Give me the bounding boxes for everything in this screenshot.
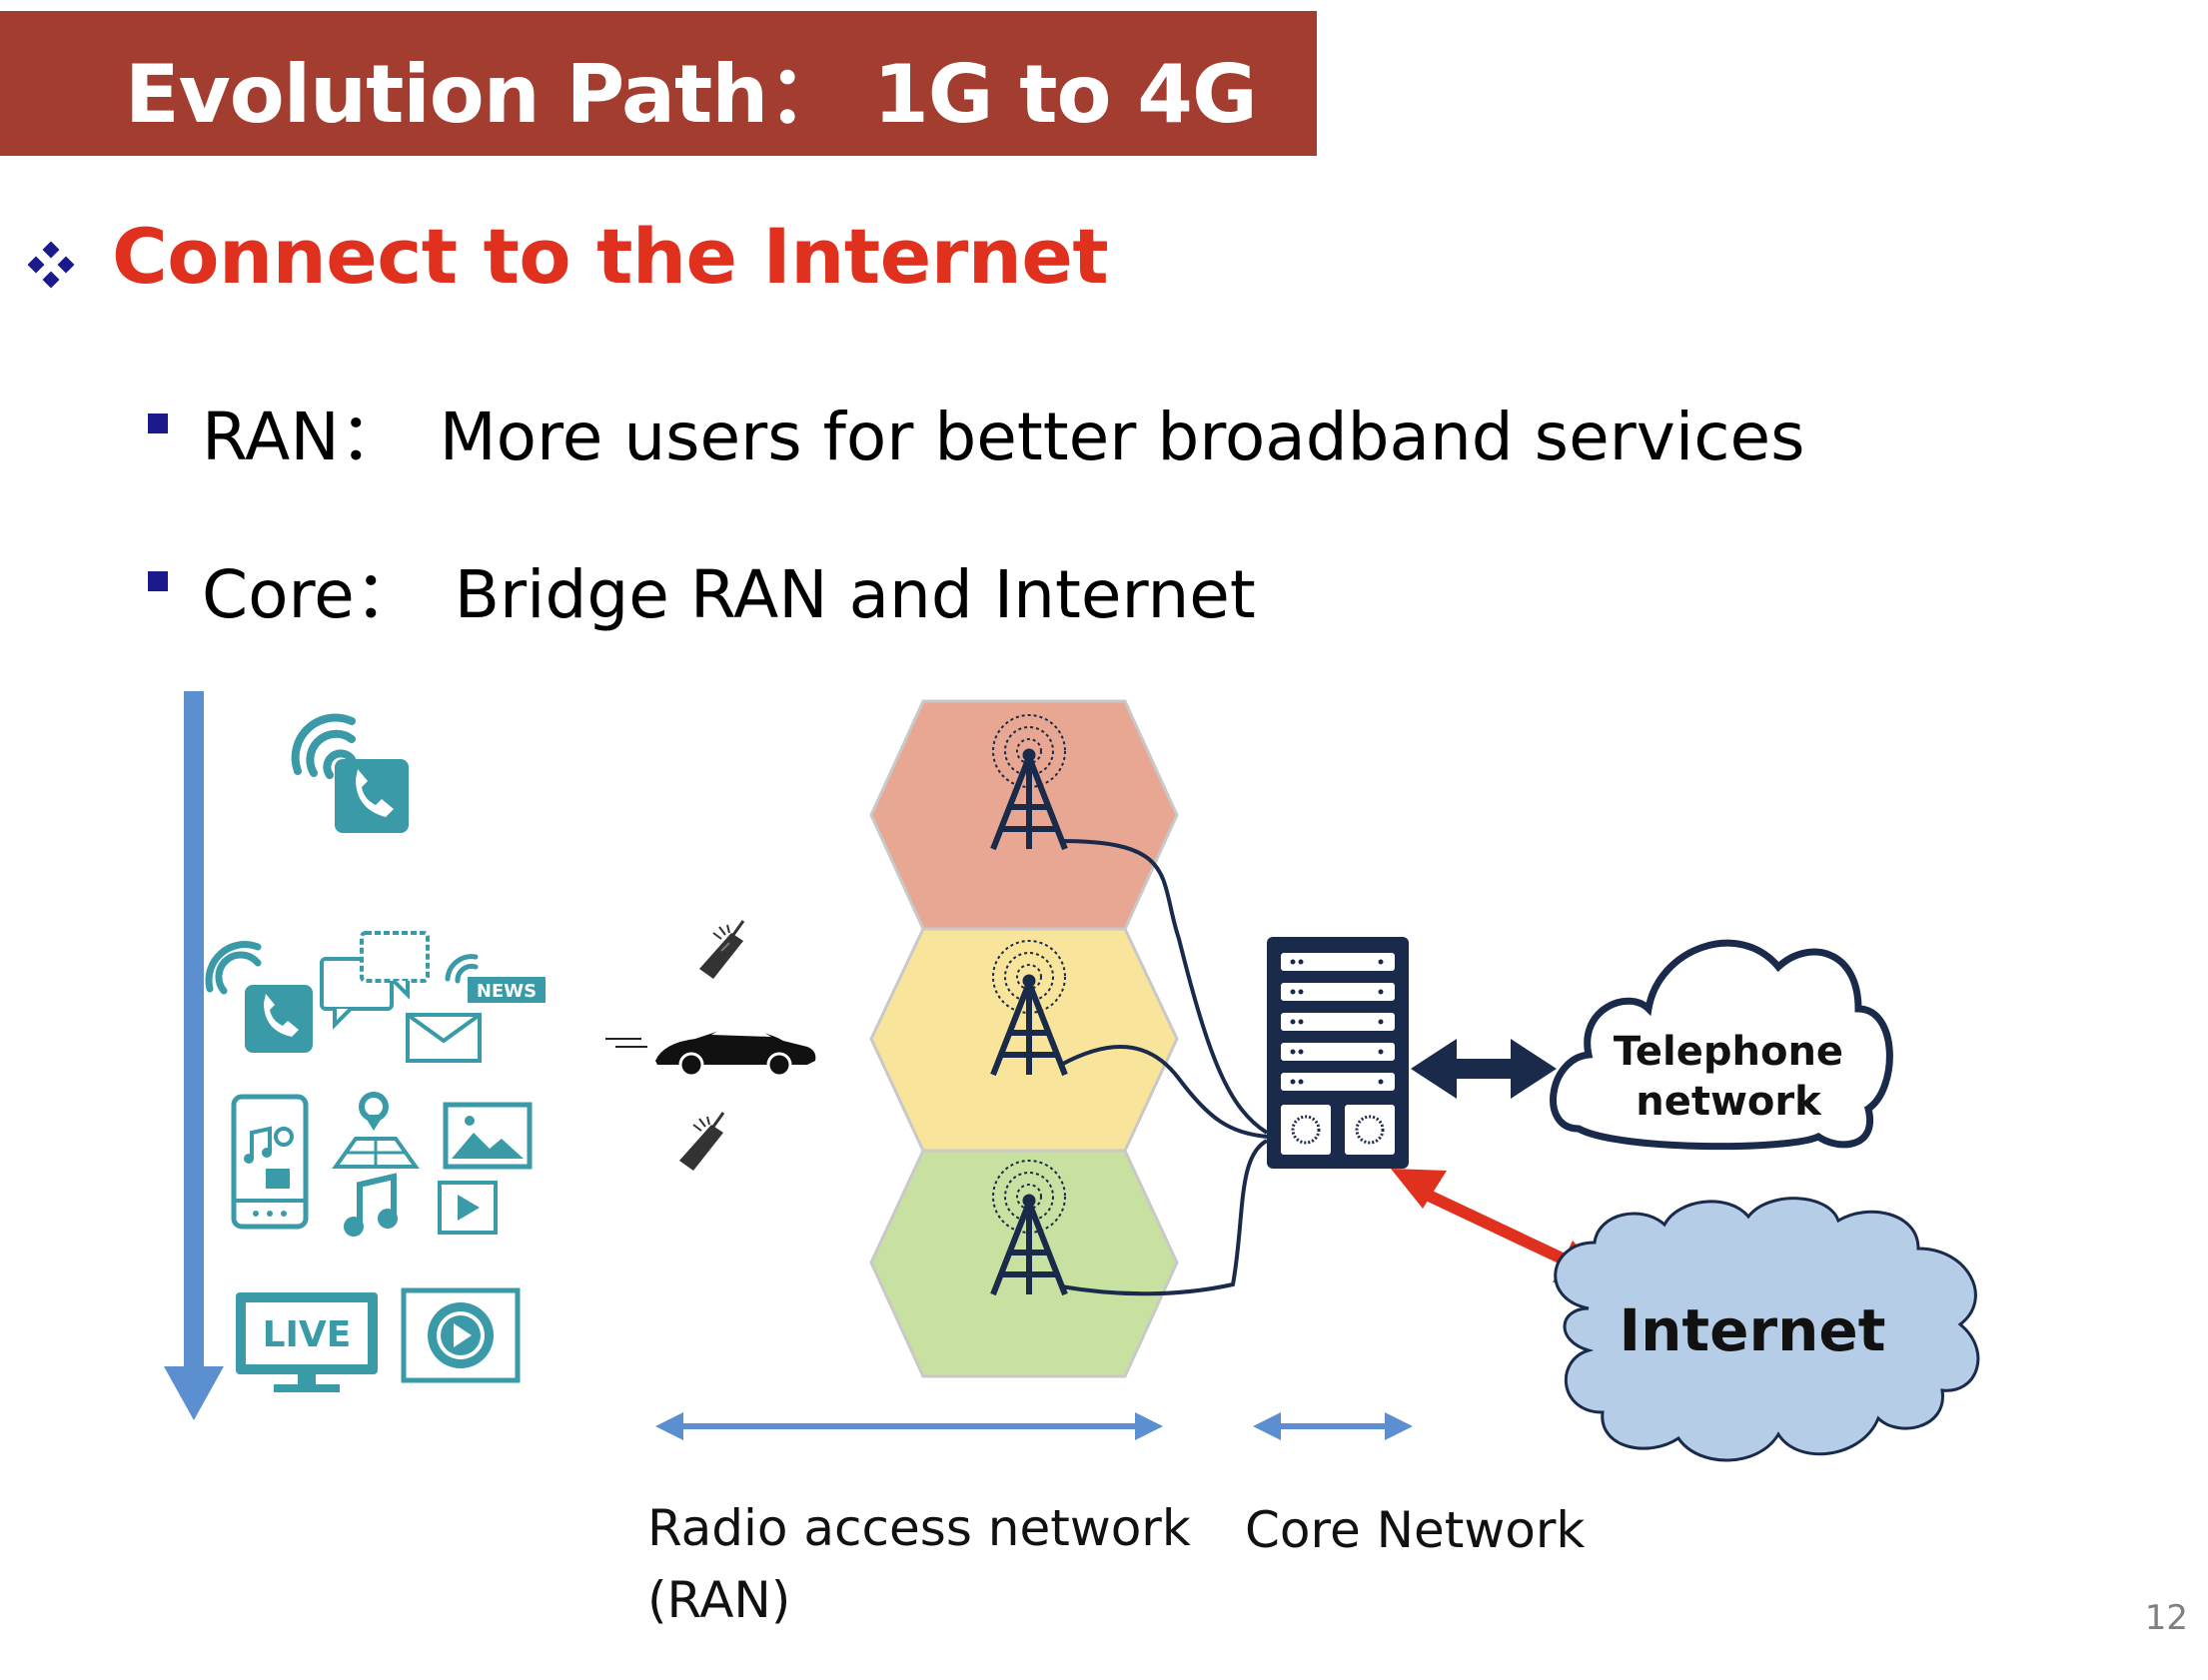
- handset-icon: [679, 1113, 723, 1171]
- multimedia-icons: [234, 1095, 530, 1237]
- core-network-label: Core Network: [1245, 1494, 1585, 1566]
- cell-hexagon-top: [871, 701, 1177, 929]
- internet-cloud-label: Internet: [1620, 1296, 1886, 1364]
- messaging-icons: NEWS: [209, 933, 546, 1061]
- handset-icon: [699, 921, 743, 979]
- car-icon: [605, 1027, 815, 1076]
- news-badge-label: NEWS: [477, 981, 537, 1002]
- telephone-cloud-line2: network: [1636, 1079, 1822, 1125]
- page-number: 12: [2145, 1598, 2188, 1638]
- core-server-icon: [1267, 937, 1409, 1169]
- cell-hexagon-middle: [871, 929, 1177, 1151]
- telephone-cloud-line1: Telephone: [1614, 1029, 1843, 1075]
- ran-label-line1: Radio access network: [647, 1492, 1191, 1564]
- telephone-link-arrow: [1411, 1039, 1557, 1099]
- ran-label: Radio access network (RAN): [647, 1492, 1191, 1636]
- cell-hexagon-bottom: [871, 1151, 1177, 1376]
- voice-call-icon: [296, 718, 409, 833]
- core-span-arrow: [1253, 1412, 1413, 1440]
- internet-cloud: Internet: [1556, 1199, 1978, 1460]
- streaming-icons: LIVE: [236, 1290, 518, 1392]
- ran-label-line2: (RAN): [647, 1564, 1191, 1636]
- evolution-timeline-arrow: [164, 691, 224, 1420]
- ran-span-arrow: [655, 1412, 1163, 1440]
- telephone-network-cloud: Telephone network: [1554, 943, 1890, 1146]
- live-badge-label: LIVE: [263, 1314, 352, 1355]
